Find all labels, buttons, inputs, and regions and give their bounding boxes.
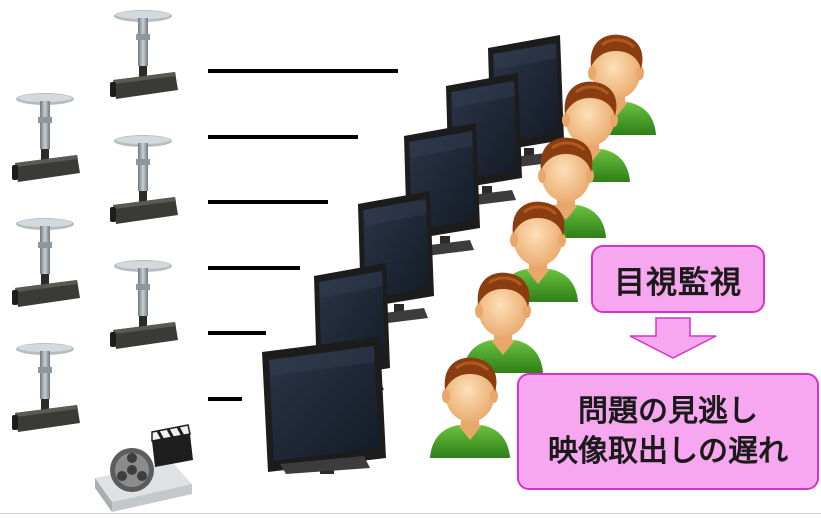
down-arrow-icon: [629, 317, 717, 359]
connection-lines: [208, 69, 398, 401]
camera-3: [12, 343, 80, 432]
monitor-6: [262, 337, 386, 474]
visual-monitoring-text: 目視監視: [614, 264, 742, 301]
problem-missed-issues: 問題の見逃し: [578, 393, 758, 429]
camera-6: [110, 260, 178, 349]
camera-5: [110, 135, 178, 224]
video-recorder-icon: [95, 424, 193, 512]
camera-1: [12, 93, 80, 182]
problem-delayed-retrieval: 映像取出しの遅れ: [548, 433, 788, 469]
camera-2: [12, 218, 80, 307]
problems-label: 問題の見逃し 映像取出しの遅れ: [517, 373, 819, 490]
footer-divider: [0, 513, 821, 514]
visual-monitoring-label: 目視監視: [591, 245, 765, 313]
camera-4: [110, 10, 178, 99]
